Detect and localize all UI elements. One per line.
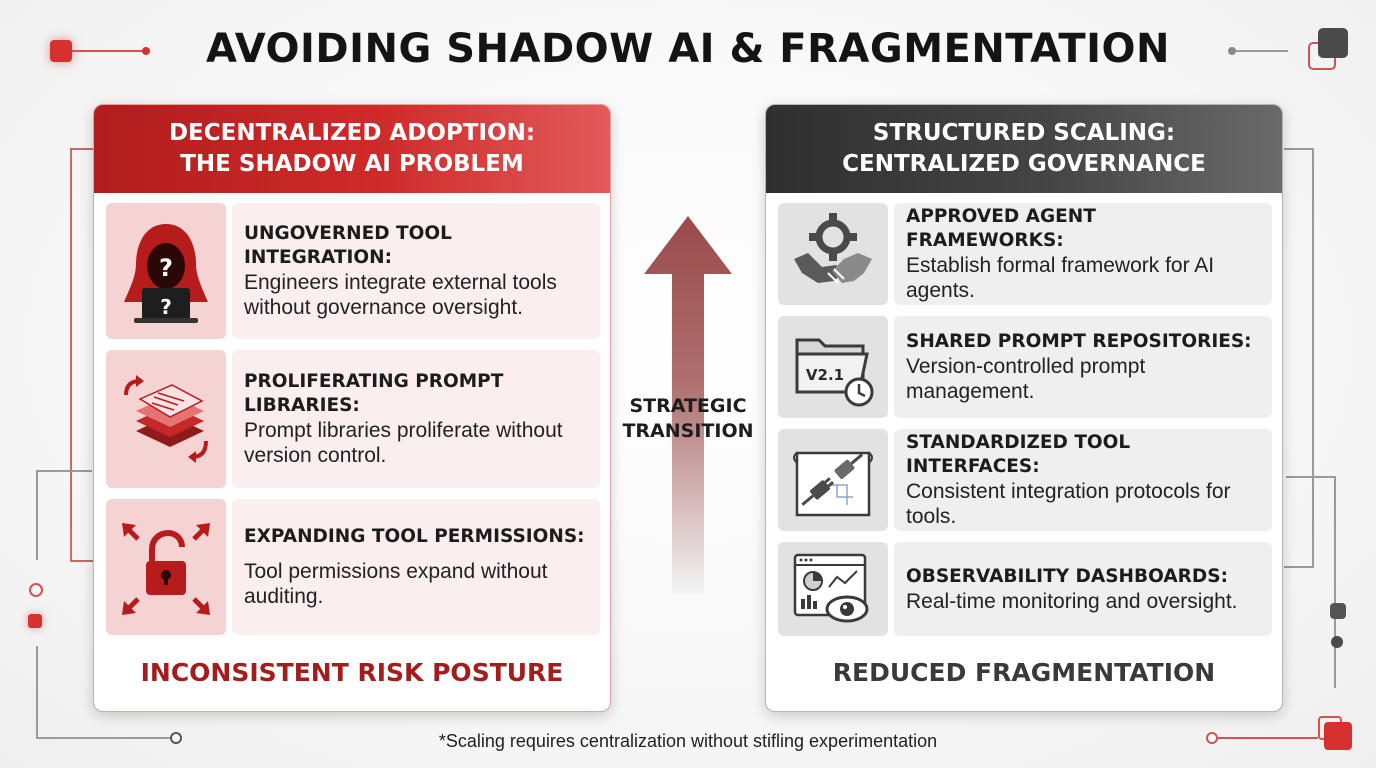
structured-scaling-panel: STRUCTURED SCALING: CENTRALIZED GOVERNAN…	[765, 104, 1283, 712]
item-description: Consistent integration protocols for too…	[906, 480, 1231, 528]
transition-line1: STRATEGIC	[629, 395, 747, 417]
left-panel-heading: DECENTRALIZED ADOPTION: THE SHADOW AI PR…	[94, 105, 610, 193]
item-description: Prompt libraries proliferate without ver…	[244, 419, 563, 467]
decentralized-adoption-panel: DECENTRALIZED ADOPTION: THE SHADOW AI PR…	[93, 104, 611, 712]
item-description: Version-controlled prompt management.	[906, 355, 1146, 403]
right-panel-heading-line2: CENTRALIZED GOVERNANCE	[842, 151, 1206, 177]
decor-left-connector	[20, 148, 182, 748]
decor-right-connector	[1196, 148, 1366, 758]
list-item: APPROVED AGENT FRAMEWORKS: Establish for…	[778, 203, 1272, 305]
item-title: LIBRARIES:	[244, 395, 360, 416]
shared-prompt-repositories-text: SHARED PROMPT REPOSITORIES: Version-cont…	[894, 316, 1272, 418]
item-title: EXPANDING TOOL PERMISSIONS:	[244, 526, 585, 547]
approved-agent-frameworks-text: APPROVED AGENT FRAMEWORKS: Establish for…	[894, 203, 1272, 305]
item-title: SHARED PROMPT REPOSITORIES:	[906, 331, 1252, 352]
hooded-hacker-laptop-icon: ? ?	[106, 203, 226, 339]
item-title: APPROVED AGENT FRAMEWORKS:	[906, 206, 1096, 251]
unlocked-padlock-arrows-icon	[106, 499, 226, 635]
observability-dashboards-text: OBSERVABILITY DASHBOARDS: Real-time moni…	[894, 542, 1272, 636]
page-title: AVOIDING SHADOW AI & FRAGMENTATION	[206, 26, 1170, 72]
item-description: Tool permissions expand without auditing…	[244, 560, 548, 608]
expanding-tool-permissions-text: EXPANDING TOOL PERMISSIONS: Tool permiss…	[232, 499, 600, 635]
transition-line2: TRANSITION	[622, 420, 754, 442]
proliferating-prompt-libraries-text: PROLIFERATING PROMPT LIBRARIES: Prompt l…	[232, 350, 600, 488]
item-description: Engineers integrate external tools witho…	[244, 271, 557, 319]
svg-text:?: ?	[160, 295, 172, 319]
plug-blueprint-icon	[778, 429, 888, 531]
strategic-transition-label: STRATEGIC TRANSITION	[612, 394, 764, 444]
version-label: V2.1	[806, 366, 844, 384]
left-panel-heading-line1: DECENTRALIZED ADOPTION:	[168, 120, 536, 146]
svg-text:?: ?	[159, 254, 173, 282]
item-title: UNGOVERNED TOOL	[244, 223, 452, 244]
gear-handshake-icon	[778, 203, 888, 305]
versioned-folder-clock-icon: V2.1	[778, 316, 888, 418]
stacked-documents-icon	[106, 350, 226, 488]
ungoverned-tool-integration-text: UNGOVERNED TOOL INTEGRATION: Engineers i…	[232, 203, 600, 339]
list-item: ? ? UNGOVERNED TOOL INTEGRATION: Enginee…	[106, 203, 600, 339]
item-description: Establish formal framework for AI agents…	[906, 254, 1215, 302]
list-item: PROLIFERATING PROMPT LIBRARIES: Prompt l…	[106, 350, 600, 488]
left-panel-heading-line2: THE SHADOW AI PROBLEM	[180, 151, 524, 177]
standardized-tool-interfaces-text: STANDARDIZED TOOL INTERFACES: Consistent…	[894, 429, 1272, 531]
item-title: OBSERVABILITY DASHBOARDS:	[906, 565, 1228, 587]
upward-arrow-icon	[644, 216, 732, 594]
list-item: STANDARDIZED TOOL INTERFACES: Consistent…	[778, 429, 1272, 531]
item-title: PROLIFERATING PROMPT	[244, 371, 504, 392]
right-panel-footer: REDUCED FRAGMENTATION	[832, 658, 1216, 687]
item-title: INTEGRATION:	[244, 247, 393, 268]
list-item: OBSERVABILITY DASHBOARDS: Real-time moni…	[778, 542, 1272, 636]
list-item: V2.1 SHARED PROMPT REPOSITORIES: Version…	[778, 316, 1272, 418]
decor-top-right	[1228, 28, 1352, 74]
right-panel-heading: STRUCTURED SCALING: CENTRALIZED GOVERNAN…	[766, 105, 1282, 193]
left-panel-footer: INCONSISTENT RISK POSTURE	[140, 658, 564, 687]
right-panel-heading-line1: STRUCTURED SCALING:	[872, 120, 1176, 146]
list-item: EXPANDING TOOL PERMISSIONS: Tool permiss…	[106, 499, 600, 635]
decor-top-left	[50, 40, 150, 64]
footnote: *Scaling requires centralization without…	[438, 731, 938, 751]
dashboard-eye-icon	[778, 542, 888, 636]
item-title: STANDARDIZED TOOL INTERFACES:	[906, 432, 1131, 477]
item-description: Real-time monitoring and oversight.	[906, 589, 1238, 613]
